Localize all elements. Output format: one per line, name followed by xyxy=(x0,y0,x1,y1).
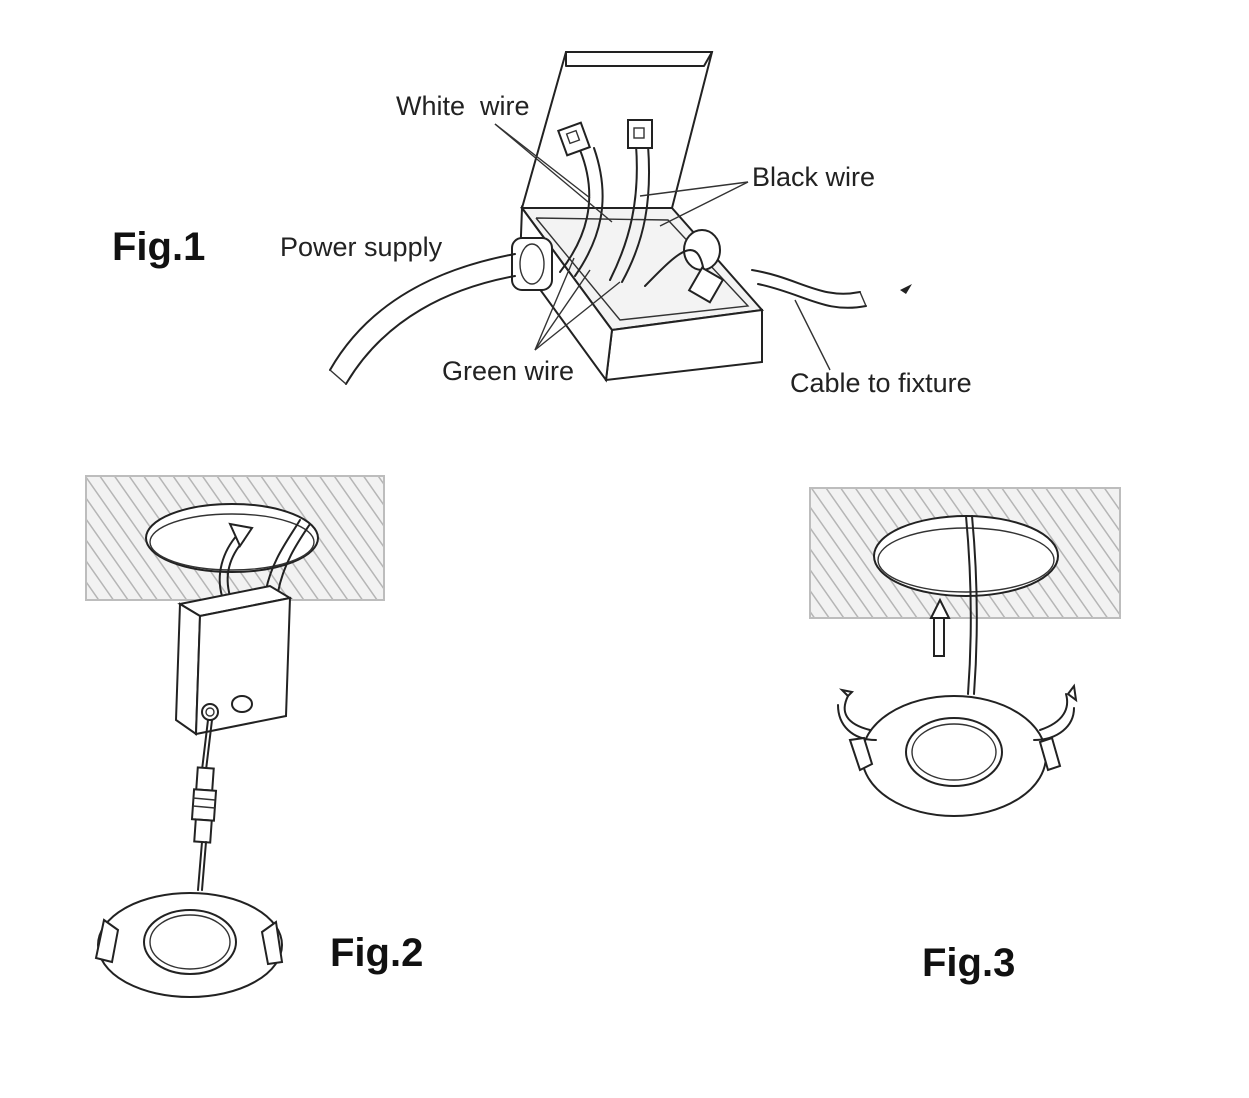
green-wire-label: Green wire xyxy=(442,356,574,386)
power-supply-label: Power supply xyxy=(280,232,443,262)
white-wire-label: White wire xyxy=(396,91,530,121)
fig1-title: Fig.1 xyxy=(112,225,205,269)
fig2-title: Fig.2 xyxy=(330,931,423,975)
fig2-driver-connection-drawing xyxy=(85,475,385,998)
fig3-title: Fig.3 xyxy=(922,941,1015,985)
black-wire-label: Black wire xyxy=(752,162,875,192)
fig3-fixture-insertion-drawing xyxy=(809,487,1121,817)
cable-to-fixture-label: Cable to fixture xyxy=(790,368,972,398)
fig1-junction-box-drawing xyxy=(329,51,912,385)
